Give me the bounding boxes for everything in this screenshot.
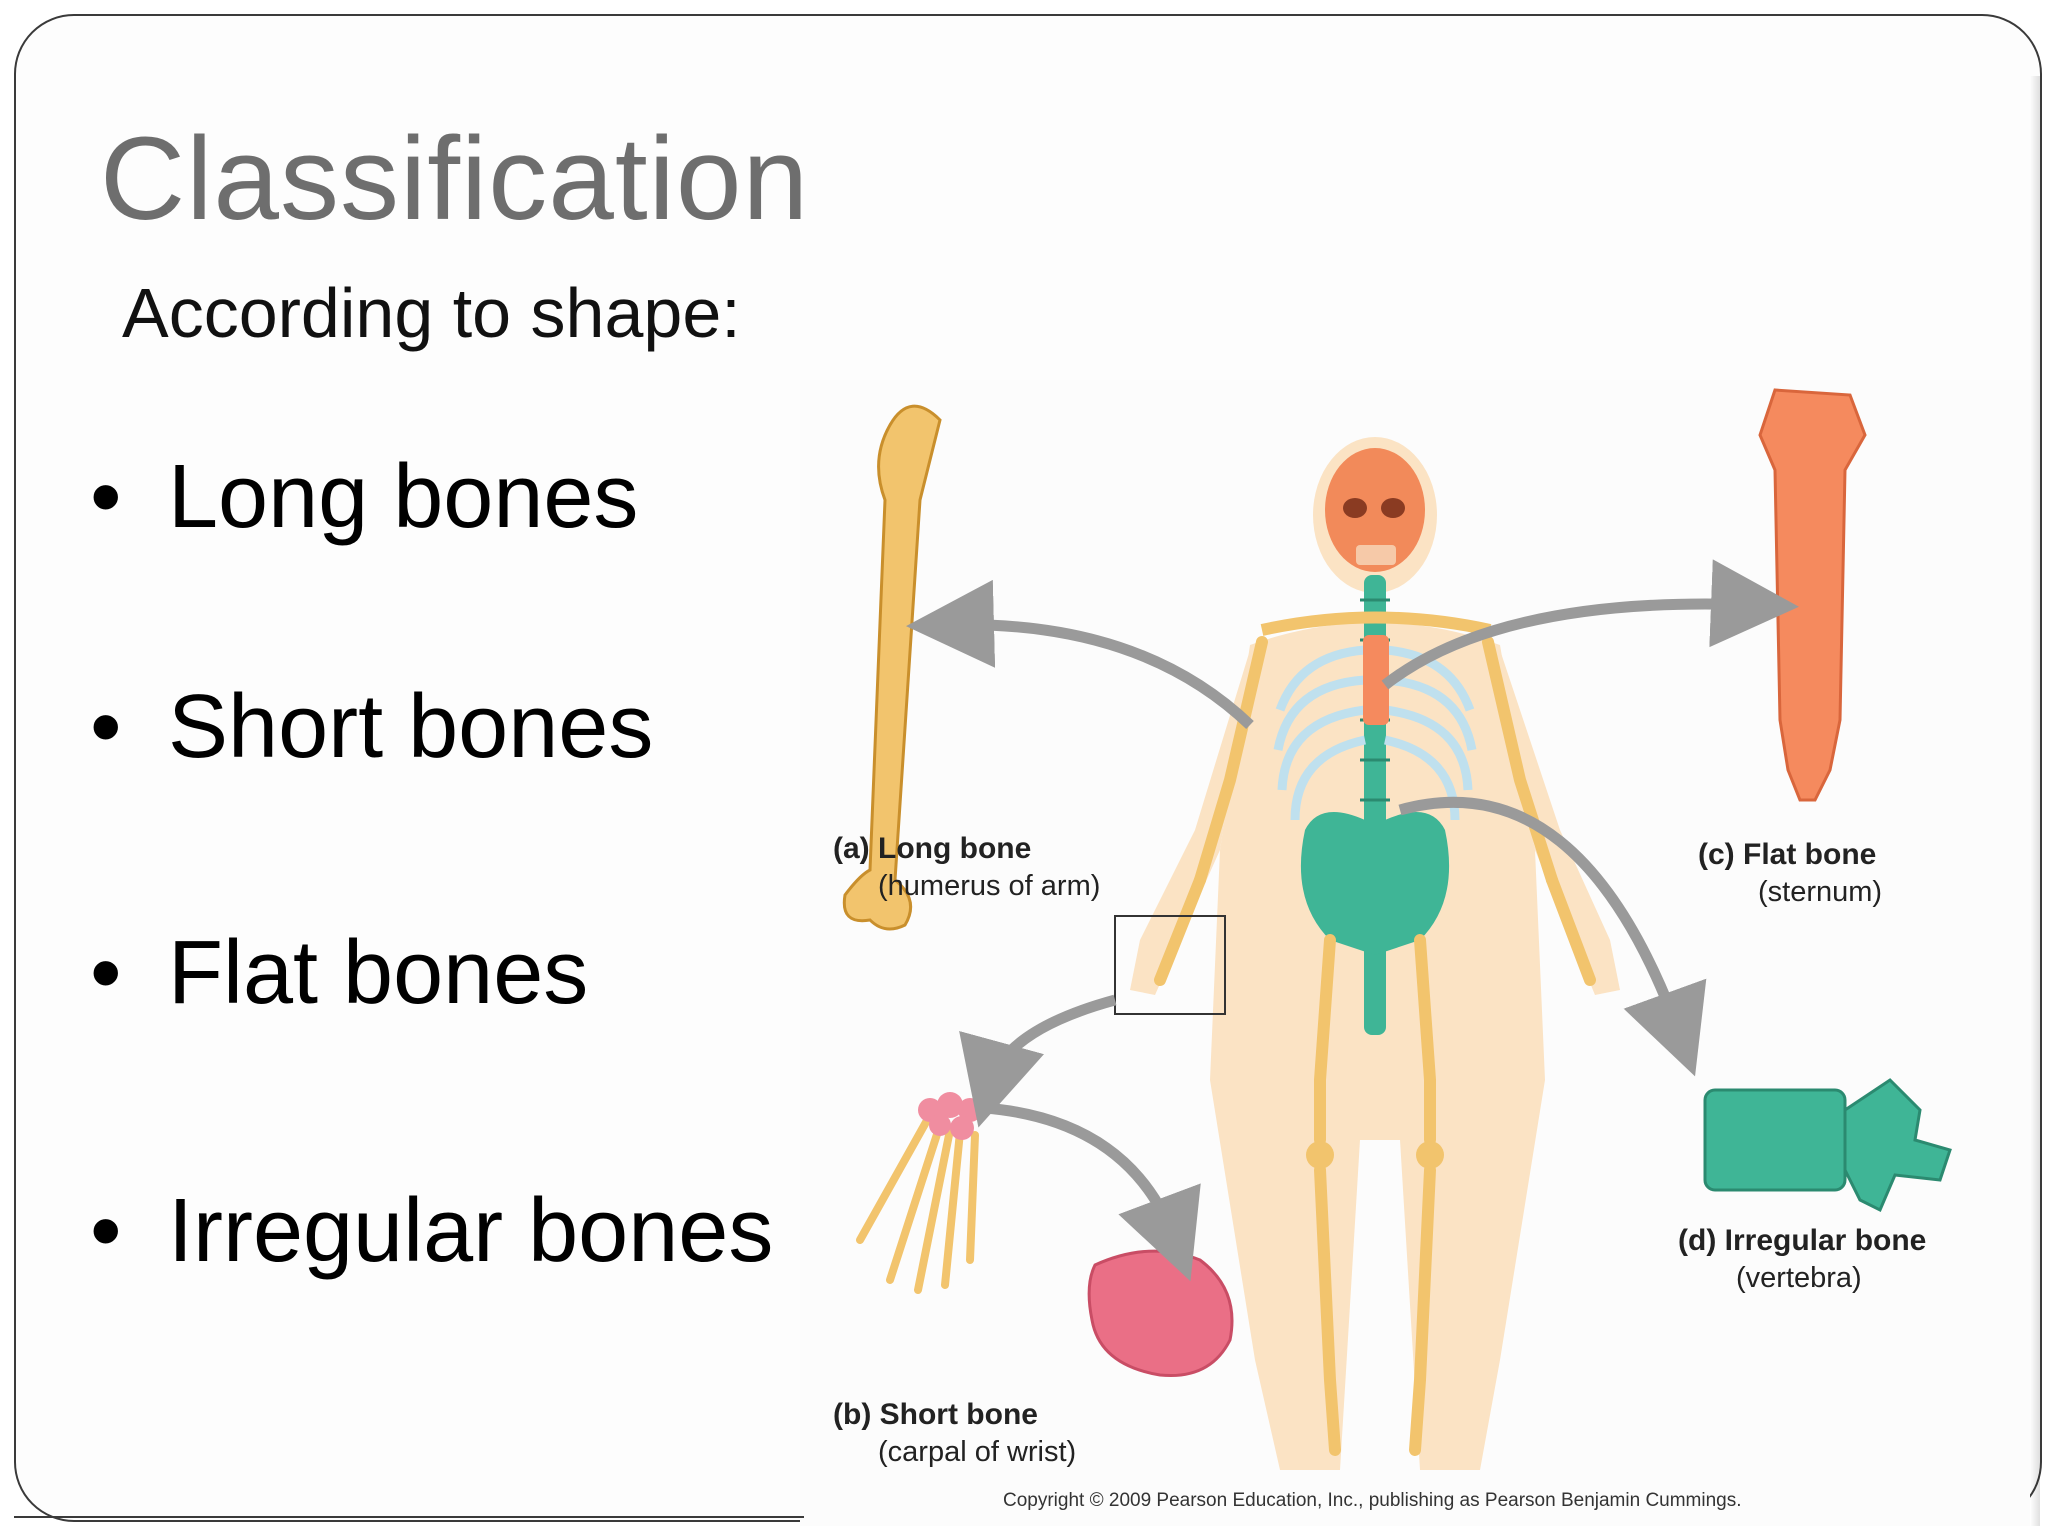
bullet-text: Short bones	[168, 677, 654, 777]
label-a-title: (a) Long bone	[833, 832, 1032, 865]
label-d-sub: (vertebra)	[1736, 1262, 1862, 1294]
bullet-item: •Long bones	[90, 452, 638, 542]
sternum-bone-icon	[1758, 388, 1867, 802]
slide-subtitle: According to shape:	[122, 274, 741, 352]
bullet-dot: •	[90, 677, 122, 777]
ribcage-icon	[1273, 645, 1477, 821]
bullet-item: •Short bones	[90, 682, 653, 772]
skull-icon	[1325, 448, 1425, 572]
bullet-dot: •	[90, 447, 122, 547]
hand-bones-icon	[856, 1111, 979, 1294]
copyright-text: Copyright © 2009 Pearson Education, Inc.…	[1003, 1490, 1742, 1511]
humerus-bone-icon	[842, 404, 942, 931]
slide-title: Classification	[100, 113, 810, 245]
pelvis-icon	[1300, 812, 1450, 955]
label-c-title: (c) Flat bone	[1698, 838, 1877, 871]
vertebra-bone-icon	[1703, 1078, 1952, 1213]
label-b-sub: (carpal of wrist)	[878, 1436, 1077, 1468]
label-b-title: (b) Short bone	[833, 1398, 1038, 1431]
sternum-in-body-icon	[1363, 635, 1389, 725]
clavicle-icon	[1260, 611, 1492, 636]
bottom-divider	[14, 1516, 804, 1518]
bullet-item: •Flat bones	[90, 928, 588, 1018]
label-c-sub: (sternum)	[1758, 876, 1883, 908]
skeleton-figure: (a) Long bone (humerus of arm) (b) Short…	[800, 380, 2030, 1526]
hand-zoom-box	[1114, 915, 1226, 1015]
bullet-dot: •	[90, 1181, 122, 1281]
bullet-text: Long bones	[168, 447, 639, 547]
skeleton-illustration	[842, 388, 1952, 1470]
bullet-dot: •	[90, 923, 122, 1023]
frame-shadow	[2030, 76, 2040, 1526]
limb-bones	[1154, 636, 1596, 1456]
label-d-title: (d) Irregular bone	[1678, 1224, 1927, 1257]
carpal-enlarged-icon	[1087, 1249, 1234, 1378]
bullet-text: Irregular bones	[168, 1181, 774, 1281]
bullet-text: Flat bones	[168, 923, 589, 1023]
label-a-sub: (humerus of arm)	[878, 870, 1101, 902]
bullet-item: •Irregular bones	[90, 1186, 773, 1276]
pointer-arrows	[906, 559, 1799, 1282]
